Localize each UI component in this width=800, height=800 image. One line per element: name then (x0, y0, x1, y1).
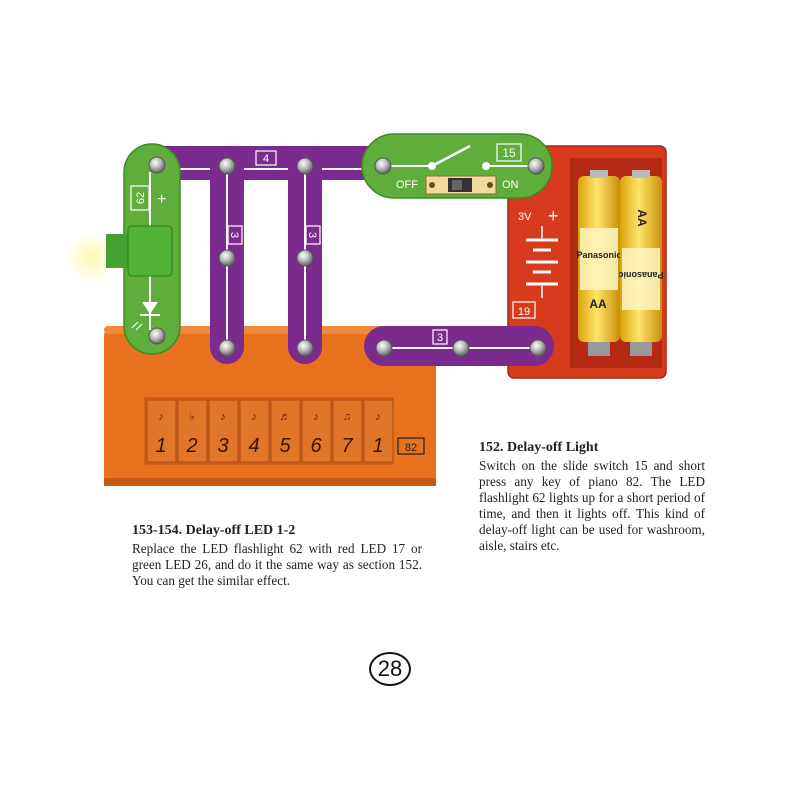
caption-right-body: Switch on the slide switch 15 and short … (479, 458, 705, 553)
piano-key[interactable] (208, 399, 239, 463)
piano-key-note-icon: ♫ (343, 411, 351, 423)
slide-switch-15: 15 OFF ON (361, 133, 553, 199)
battery-cell-right: Panasonic AA (618, 170, 664, 356)
caption-left-body: Replace the LED flashlight 62 with red L… (132, 541, 422, 588)
caption-delay-off-led: 153-154. Delay-off LED 1-2 Replace the L… (132, 523, 422, 589)
cell-brand-right: Panasonic (618, 270, 663, 280)
switch-off-label: OFF (396, 179, 418, 191)
led-number: 62 (135, 192, 147, 204)
switch-number: 15 (502, 146, 516, 160)
cell-type-right: AA (635, 209, 649, 227)
piano-key-note-icon: ♪ (313, 411, 319, 423)
snap (296, 157, 314, 175)
piano-key-label: 2 (185, 435, 197, 457)
snap (148, 327, 166, 345)
piano-key-note-icon: ♭ (189, 411, 194, 423)
snap (527, 157, 545, 175)
piano-key-label: 3 (217, 435, 228, 457)
wire-bottom-number: 3 (437, 332, 443, 344)
piano-key-label: 6 (310, 435, 322, 457)
piano-key-note-icon: ♬ (280, 411, 291, 423)
snap (296, 249, 314, 267)
snap (375, 339, 393, 357)
snap (218, 249, 236, 267)
piano-key[interactable] (332, 399, 363, 463)
wire-a-number: 3 (228, 232, 240, 238)
caption-delay-off-light: 152. Delay-off Light Switch on the slide… (479, 440, 705, 554)
cell-type-left: AA (589, 297, 607, 311)
piano-key-label: 4 (248, 435, 259, 457)
wire-top-4: 4 (140, 146, 388, 180)
cell-brand-left: Panasonic (576, 250, 621, 260)
piano-key[interactable] (146, 399, 177, 463)
battery-voltage: 3V (518, 211, 532, 223)
piano-key-label: 1 (155, 435, 166, 457)
battery-holder-19: 3V + 19 Panasonic AA Panasonic AA (507, 145, 667, 379)
piano-number: 82 (405, 442, 417, 454)
page-number: 28 (369, 652, 411, 686)
led-plus: + (157, 191, 166, 208)
piano-key[interactable] (270, 399, 301, 463)
piano-key-note-icon: ♪ (220, 411, 226, 423)
piano-key[interactable] (363, 399, 394, 463)
piano-82: ♪ 1 ♭ 2 ♪ 3 ♪ 4 ♬ 5 ♪ 6 ♫ 7 ♪ 1 82 (104, 326, 436, 486)
piano-key-note-icon: ♪ (375, 411, 381, 423)
battery-plus: + (548, 206, 559, 226)
piano-key-label: 7 (341, 435, 353, 457)
caption-left-title: 153-154. Delay-off LED 1-2 (132, 523, 296, 538)
piano-key[interactable] (177, 399, 208, 463)
snap (529, 339, 547, 357)
snap (452, 339, 470, 357)
battery-cell-left: Panasonic AA (576, 170, 622, 356)
snap (148, 156, 166, 174)
switch-on-label: ON (502, 179, 519, 191)
snap (218, 157, 236, 175)
battery-number: 19 (518, 306, 530, 318)
snap (374, 157, 392, 175)
piano-key-note-icon: ♪ (251, 411, 257, 423)
piano-key-note-icon: ♪ (158, 411, 164, 423)
caption-right-title: 152. Delay-off Light (479, 440, 599, 455)
piano-key[interactable] (301, 399, 332, 463)
piano-key-label: 1 (372, 435, 383, 457)
piano-key[interactable] (239, 399, 270, 463)
snaps (148, 156, 547, 357)
piano-key-label: 5 (279, 435, 291, 457)
wire-b-number: 3 (306, 232, 318, 238)
snap (296, 339, 314, 357)
led-flashlight-62: 62 + (66, 143, 181, 355)
wire-top-number: 4 (263, 153, 269, 165)
snap (218, 339, 236, 357)
